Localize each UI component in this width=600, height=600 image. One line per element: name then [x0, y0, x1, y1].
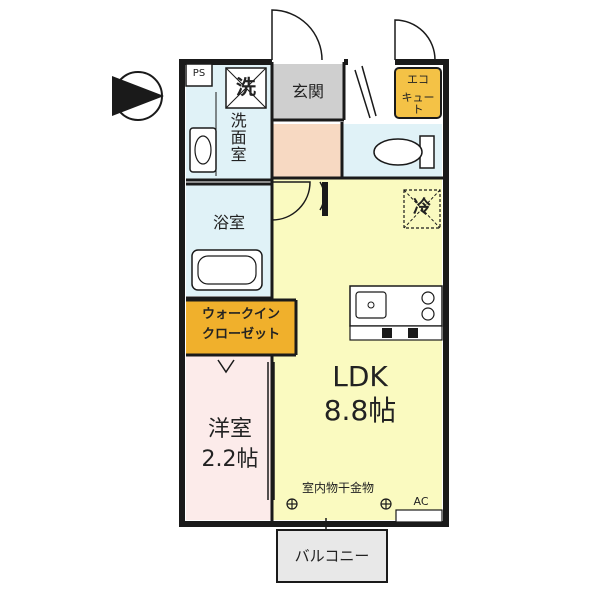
fridge-label: 冷	[413, 197, 431, 218]
bath-label: 浴室	[212, 213, 245, 232]
western-room-floor	[186, 355, 272, 520]
ldk-label: LDK	[332, 360, 388, 393]
stove-burner-1	[421, 291, 435, 305]
ldk-size-label: 8.8帖	[323, 394, 397, 427]
kitchen-base	[349, 325, 443, 341]
eco-cute-label-line2: キュート	[401, 91, 435, 117]
balcony-window	[296, 518, 356, 530]
entrance-label: 玄関	[291, 82, 324, 101]
wall-stub	[322, 182, 328, 216]
washroom-label: 洗面室	[227, 112, 247, 163]
balcony-floor	[276, 529, 388, 583]
interior-walls	[186, 62, 446, 524]
entrance-floor	[272, 64, 344, 120]
indoor-drying-label: 室内物干金物	[301, 481, 374, 495]
ac-label: AC	[413, 495, 429, 508]
bathtub	[191, 249, 263, 291]
north-arrow-icon	[112, 71, 164, 121]
washer-label: 洗	[236, 75, 256, 99]
eco-cute-label-line1: エコ	[407, 73, 429, 86]
toilet-bowl	[373, 138, 423, 166]
walk-in-closet-floor	[186, 300, 296, 355]
ac-unit	[395, 509, 443, 523]
western-room-size-label: 2.2帖	[201, 447, 259, 472]
balcony-label: バルコニー	[294, 547, 370, 565]
eco-cute-unit	[394, 67, 442, 119]
pipe-space-label: PS	[192, 68, 206, 79]
hall-floor	[272, 124, 342, 178]
drying-hooks	[286, 498, 392, 510]
bathtub-inner	[197, 255, 257, 285]
kitchen-sink	[355, 291, 387, 319]
walk-in-closet-label-line1: ウォークイン	[201, 307, 280, 322]
fridge-space	[403, 189, 441, 229]
ldk-floor	[272, 178, 442, 520]
wash-basin	[189, 127, 217, 173]
sliding-door	[217, 359, 275, 500]
stove-burner-2	[421, 307, 435, 321]
walk-in-closet-label-line2: クローゼット	[201, 327, 280, 342]
pipe-space	[185, 63, 213, 87]
basin-bowl	[194, 135, 212, 165]
western-room-label: 洋室	[207, 417, 252, 442]
